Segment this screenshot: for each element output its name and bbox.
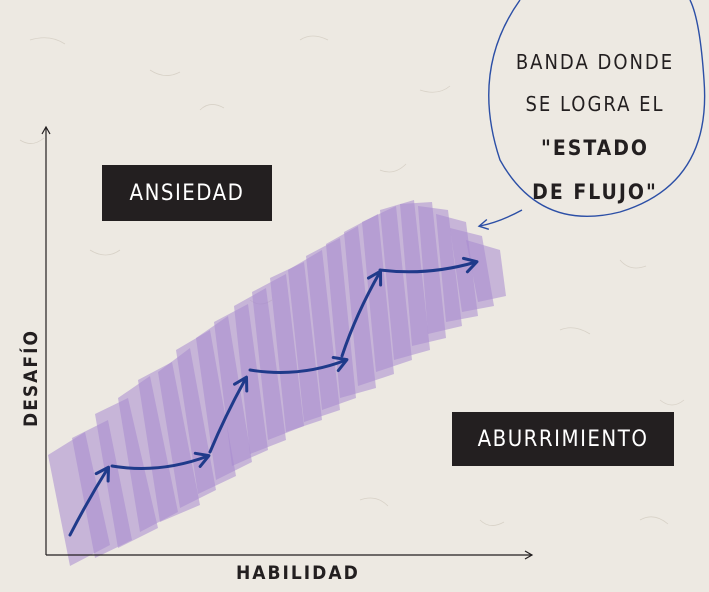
band-strip <box>466 240 506 302</box>
axes <box>41 125 534 560</box>
callout-outline <box>488 0 706 218</box>
callout-line: BANDA DONDE <box>515 50 675 74</box>
flow-band <box>48 200 506 566</box>
flow-arrow-up <box>68 465 111 537</box>
callout-line-emphasis: "ESTADO <box>541 136 649 160</box>
flow-arrow-right <box>378 256 479 274</box>
flow-arrow-up <box>340 269 383 358</box>
aburrimiento-label: ABURRIMIENTO <box>452 412 674 466</box>
paper-texture <box>19 35 685 526</box>
callout-pointer <box>477 209 523 230</box>
speech-bubble-icon <box>477 0 706 230</box>
ansiedad-label: ANSIEDAD <box>102 165 272 221</box>
callout-line: SE LOGRA EL <box>525 92 665 116</box>
x-axis-title: HABILIDAD <box>236 562 360 584</box>
flow-arrow-up <box>208 375 249 454</box>
flow-arrows <box>68 256 479 537</box>
callout-line-emphasis: DE FLUJO" <box>532 180 658 204</box>
flow-arrow-right <box>110 451 211 470</box>
flow-arrow-right <box>248 355 349 374</box>
y-axis-title: DESAFÍO <box>20 329 42 427</box>
